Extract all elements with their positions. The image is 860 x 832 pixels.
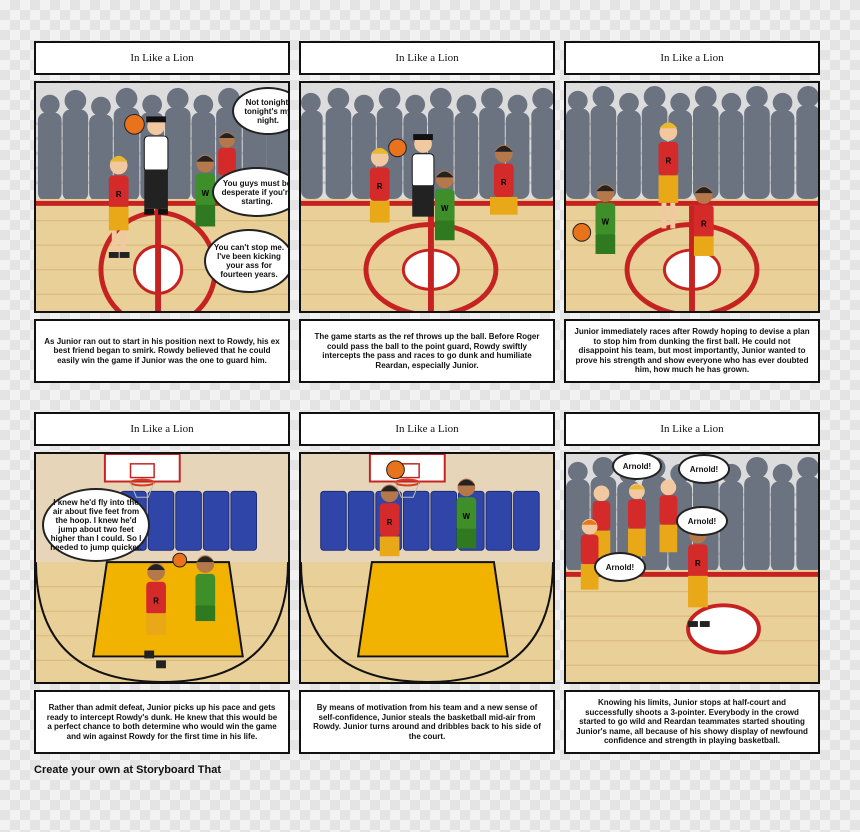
- panel-5-scene: R W: [299, 452, 555, 684]
- speech-bubble: Arnold!: [676, 506, 728, 536]
- jersey-letter: W: [602, 218, 610, 227]
- wellpinit-player-dribbling: W: [595, 184, 616, 254]
- jersey-letter: R: [387, 518, 393, 527]
- jersey-letter: R: [695, 559, 701, 568]
- crowd-silhouettes: [566, 85, 818, 199]
- reardan-player-chasing: R: [693, 186, 714, 256]
- wellpinit-player-dunking: [195, 555, 216, 622]
- basketball-hoop: [103, 454, 181, 498]
- jersey-letter: R: [153, 596, 159, 605]
- basketball: [388, 138, 407, 158]
- storyboard-credit[interactable]: Create your own at Storyboard That: [34, 764, 222, 776]
- court-scene-steal-illustration: R W: [301, 454, 553, 682]
- reardan-player-crouching: R: [490, 144, 518, 215]
- court-scene-hoop-illustration: R: [36, 454, 288, 682]
- speech-bubble: You can't stop me. I've been kicking you…: [204, 229, 288, 293]
- referee: [143, 116, 169, 215]
- panel-6-scene: R Arnold! Arnold! Arnold! Arnold!: [564, 452, 820, 684]
- basketball: [172, 552, 188, 568]
- panel-caption: The game starts as the ref throws up the…: [299, 319, 555, 383]
- paint-area: [91, 561, 244, 658]
- panel-caption: Rather than admit defeat, Junior picks u…: [34, 690, 290, 754]
- referee: [411, 134, 435, 217]
- jersey-letter: R: [377, 182, 383, 191]
- court-scene-chase-illustration: R W R: [566, 83, 818, 311]
- panel-5: In Like a Lion: [299, 412, 555, 754]
- reardan-player-left: R: [108, 155, 130, 258]
- reardan-player-right: [218, 132, 236, 176]
- speech-bubble: Arnold!: [678, 454, 730, 484]
- panel-2-scene: R W R: [299, 81, 555, 313]
- panel-caption: Knowing his limits, Junior stops at half…: [564, 690, 820, 754]
- panel-3-scene: R W R: [564, 81, 820, 313]
- wellpinit-player-intercepting: W: [434, 170, 455, 241]
- crowd-silhouettes: [301, 87, 553, 199]
- court-scene-tipoff-illustration: R W R: [301, 83, 553, 311]
- panel-title: In Like a Lion: [299, 412, 555, 446]
- wellpinit-player: W: [195, 154, 216, 227]
- panel-6: In Like a Lion: [564, 412, 820, 754]
- panel-title: In Like a Lion: [34, 41, 290, 75]
- panel-title: In Like a Lion: [299, 41, 555, 75]
- jersey-letter: R: [501, 178, 507, 187]
- jersey-letter: R: [116, 190, 122, 199]
- reardan-player-junior: R: [144, 563, 166, 669]
- reardan-player-junior-stealing: R: [379, 484, 400, 557]
- basketball: [124, 113, 145, 135]
- paint-area: [356, 561, 509, 658]
- reardan-teammates: [580, 479, 678, 590]
- basketball-hoop: [368, 454, 446, 498]
- panel-3: In Like a Lion: [564, 41, 820, 383]
- jersey-letter: R: [701, 219, 707, 228]
- panel-2: In Like a Lion: [299, 41, 555, 383]
- speech-bubble: I knew he'd fly into the air about five …: [42, 488, 150, 562]
- reardan-player-standing: R: [658, 122, 679, 229]
- speech-bubble: Not tonight, tonight's my night.: [232, 87, 288, 135]
- panel-4-scene: R I knew he'd fly into the air about fiv…: [34, 452, 290, 684]
- panel-1: In Like a Lion: [34, 41, 290, 383]
- wellpinit-player-rowdy: W: [456, 478, 477, 549]
- panel-caption: By means of motivation from his team and…: [299, 690, 555, 754]
- panel-4: In Like a Lion: [34, 412, 290, 754]
- basketball: [572, 223, 592, 242]
- panel-title: In Like a Lion: [34, 412, 290, 446]
- reardan-player-jumping: R: [369, 147, 390, 223]
- jersey-letter: R: [666, 157, 672, 166]
- jersey-letter: W: [463, 512, 471, 521]
- panel-1-scene: R W: [34, 81, 290, 313]
- jersey-letter: W: [202, 189, 210, 198]
- speech-bubble: You guys must be desperate if you're sta…: [212, 167, 288, 217]
- panel-title: In Like a Lion: [564, 41, 820, 75]
- speech-bubble: Arnold!: [594, 552, 646, 582]
- basketball: [386, 460, 405, 480]
- jersey-letter: W: [441, 204, 449, 213]
- speech-bubble: Arnold!: [612, 454, 662, 480]
- panel-caption: As Junior ran out to start in his positi…: [34, 319, 290, 383]
- panel-caption: Junior immediately races after Rowdy hop…: [564, 319, 820, 383]
- panel-title: In Like a Lion: [564, 412, 820, 446]
